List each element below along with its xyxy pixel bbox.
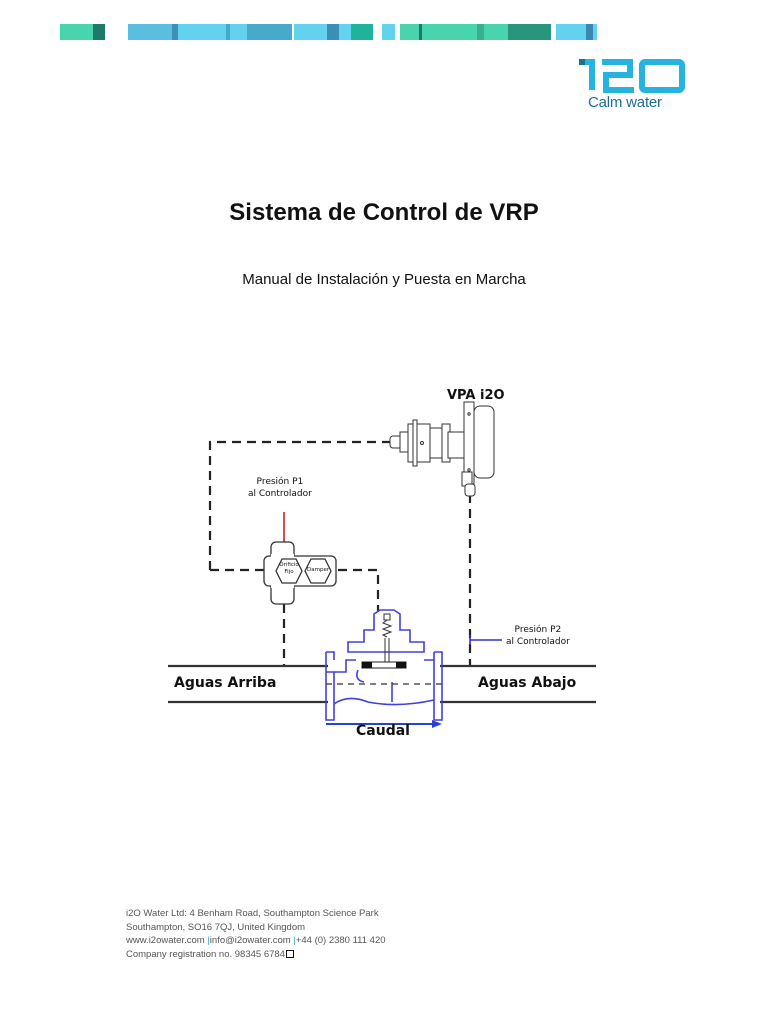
brand-color-segment <box>593 24 597 40</box>
p1-label: Presión P1 al Controlador <box>248 476 312 500</box>
footer-contact-line: www.i2owater.com |info@i2owater.com |+44… <box>126 934 386 948</box>
upstream-label: Aguas Arriba <box>174 675 277 691</box>
brand-color-segment <box>422 24 477 40</box>
brand-color-segment <box>327 24 339 40</box>
brand-color-segment <box>382 24 395 40</box>
logo-tagline: Calm water <box>588 94 662 111</box>
footer-separator: | <box>207 935 210 946</box>
brand-color-segment <box>586 24 593 40</box>
footer-address-line2: Southampton, SO16 7QJ, United Kingdom <box>126 921 306 933</box>
p2-label-line1: Presión P2 <box>514 625 562 635</box>
valve-disk <box>361 661 407 669</box>
footer-address-line1: i2O Water Ltd: 4 Benham Road, Southampto… <box>126 908 379 919</box>
brand-color-strip <box>0 24 768 40</box>
brand-color-segment <box>128 24 172 40</box>
brand-color-segment <box>93 24 105 40</box>
damper-label: Damper <box>307 567 330 573</box>
p2-blue-tap <box>469 635 502 645</box>
control-valve-drawing <box>325 609 443 721</box>
brand-color-segment <box>294 24 327 40</box>
brand-color-segment <box>477 24 484 40</box>
vpa-device-label: VPA i2O <box>447 388 505 403</box>
footer-email-link[interactable]: info@i2owater.com <box>209 935 291 946</box>
brand-color-segment <box>178 24 226 40</box>
i2o-logo <box>578 56 688 116</box>
brand-color-segment <box>556 24 586 40</box>
flow-arrow-icon <box>326 720 442 728</box>
dashed-line-top <box>208 440 390 570</box>
orifice-label-line2: Fijo <box>284 569 294 575</box>
p2-label: Presión P2 al Controlador <box>506 624 570 648</box>
footer-website-link[interactable]: www.i2owater.com <box>126 935 205 946</box>
brand-color-segment <box>339 24 351 40</box>
brand-color-segment <box>351 24 373 40</box>
vpa-device-drawing <box>389 401 495 497</box>
flow-label: Caudal <box>356 723 410 739</box>
document-subtitle: Manual de Instalación y Puesta en Marcha <box>242 271 526 288</box>
brand-color-segment <box>172 24 178 40</box>
brand-color-segment <box>419 24 422 40</box>
orifice-damper-fitting <box>263 541 337 605</box>
footer-separator: | <box>293 935 296 946</box>
company-footer: i2O Water Ltd: 4 Benham Road, Southampto… <box>126 907 386 961</box>
brand-color-segment <box>247 24 292 40</box>
footer-registration: Company registration no. 98345 6784 <box>126 948 386 962</box>
brand-color-segment <box>230 24 247 40</box>
document-title: Sistema de Control de VRP <box>229 199 539 226</box>
p1-label-line2: al Controlador <box>248 489 312 499</box>
orifice-label-line1: Orificio <box>279 562 299 568</box>
footer-registration-text: Company registration no. 98345 6784 <box>126 948 285 960</box>
vrp-control-diagram: VPA i2O Presión P1 al Controlador Presió… <box>168 384 608 754</box>
diagram-drawing <box>168 401 596 728</box>
orifice-label: Orificio Fijo <box>275 562 303 576</box>
brand-color-segment <box>484 24 508 40</box>
p1-label-line1: Presión P1 <box>256 477 304 487</box>
missing-glyph-box-icon <box>285 949 294 958</box>
i2o-logo-mark-icon <box>579 59 685 93</box>
downstream-label: Aguas Abajo <box>478 675 577 691</box>
brand-color-segment <box>226 24 230 40</box>
brand-color-segment <box>60 24 93 40</box>
brand-color-segment <box>508 24 551 40</box>
brand-color-segment <box>400 24 419 40</box>
footer-phone: +44 (0) 2380 111 420 <box>295 935 386 946</box>
valve-spring <box>381 613 393 662</box>
p2-label-line2: al Controlador <box>506 637 570 647</box>
